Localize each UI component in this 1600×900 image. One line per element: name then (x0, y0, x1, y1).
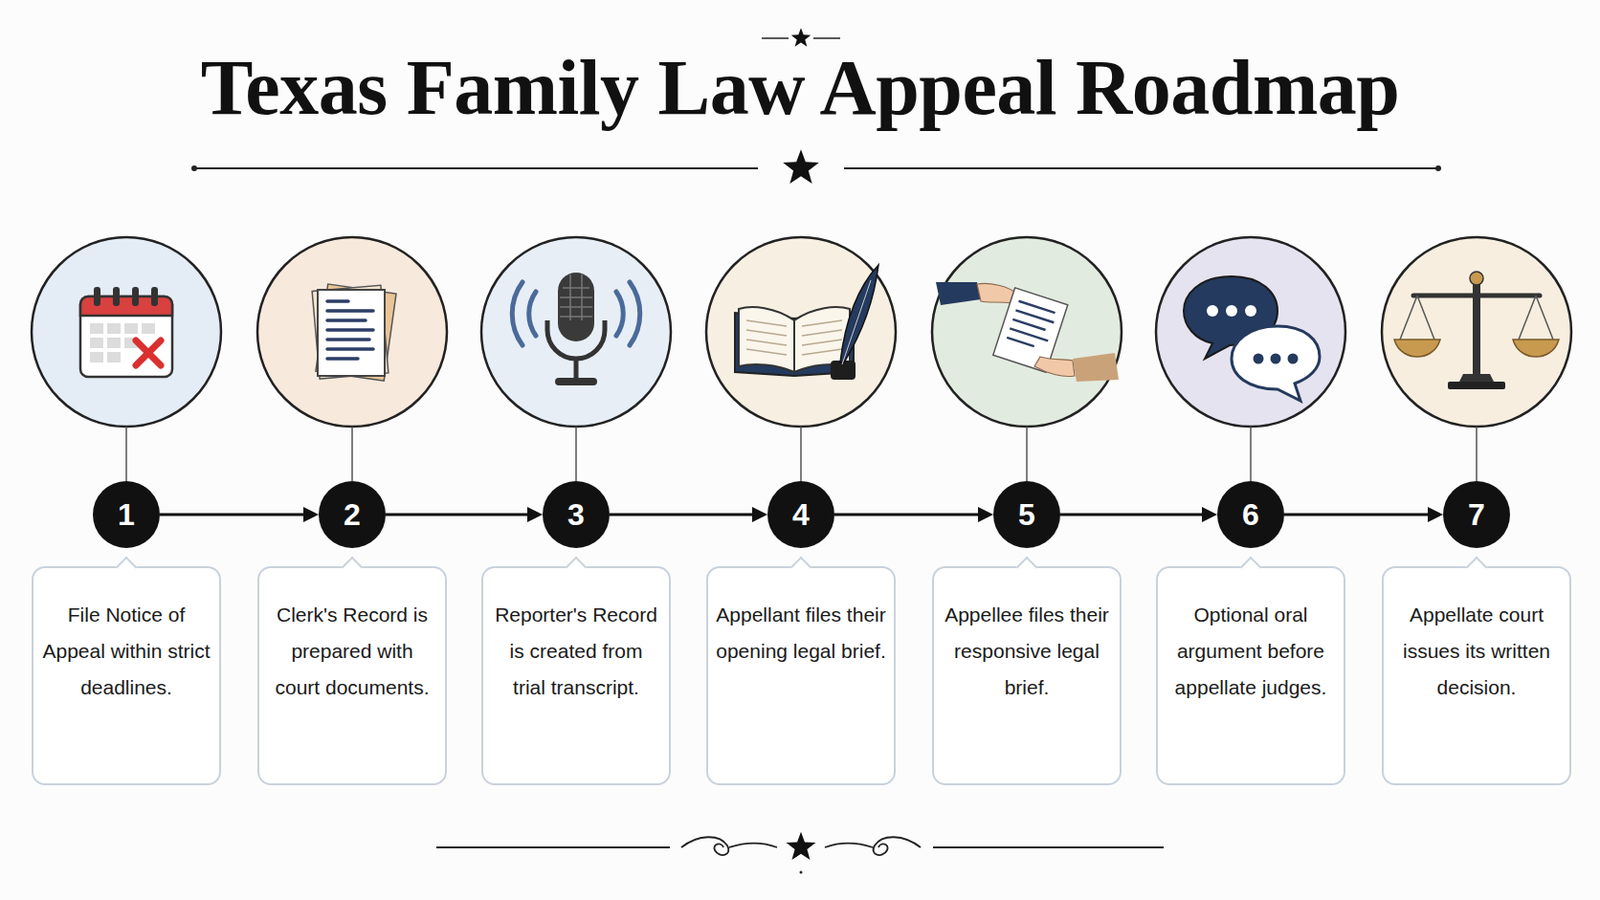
step-text: Appellee files their responsive legal br… (941, 597, 1112, 707)
arrow-head (303, 507, 319, 523)
step-box: Clerk's Record is prepared with court do… (257, 566, 447, 786)
leader-lines (126, 426, 1477, 482)
arrow-head (1201, 507, 1218, 523)
step-text: Appellate court issues its written decis… (1391, 597, 1562, 707)
step-number: 1 (92, 481, 160, 549)
step-text: Clerk's Record is prepared with court do… (266, 597, 438, 707)
diagram-title: Texas Family Law Appeal Roadmap (0, 40, 1600, 136)
step-box: Optional oral argument before appellate … (1155, 566, 1346, 786)
arrow-head (1427, 507, 1444, 523)
step-number: 3 (542, 481, 610, 549)
flow-arrow (609, 507, 768, 523)
arrow-line (609, 513, 756, 517)
callout-number: 1 (117, 499, 135, 531)
arrow-head (527, 507, 543, 523)
book-quill-icon (734, 265, 879, 380)
step-box: File Notice of Appeal within strict dead… (31, 566, 222, 786)
flow-arrow (1284, 507, 1444, 523)
arrow-head (977, 507, 994, 523)
step-box: Appellate court issues its written decis… (1381, 566, 1572, 786)
calendar-icon (80, 287, 173, 378)
flow-arrow (159, 507, 319, 523)
title-rule (191, 149, 1442, 184)
arrow-line (385, 513, 532, 517)
callout-number: 4 (792, 499, 810, 531)
step-box: Reporter's Record is created from trial … (481, 566, 671, 786)
step-number: 2 (318, 481, 386, 549)
step-box: Appellee files their responsive legal br… (932, 566, 1122, 786)
flow-arrow (1060, 507, 1218, 523)
icon-circles (31, 237, 1572, 427)
step-number: 4 (767, 481, 835, 549)
step-number: 6 (1217, 481, 1285, 549)
speech-bubbles-icon (1183, 276, 1320, 401)
arrow-line (1284, 513, 1432, 517)
top-ornament (761, 27, 841, 47)
callout-number: 2 (343, 499, 361, 531)
step-text: Reporter's Record is created from trial … (490, 597, 662, 707)
documents-icon (311, 284, 397, 381)
document-handover-icon (935, 282, 1119, 382)
callout-number: 7 (1467, 499, 1486, 531)
step-text: File Notice of Appeal within strict dead… (41, 597, 212, 707)
callout-number: 6 (1242, 499, 1260, 531)
step-number: 7 (1443, 481, 1511, 549)
step-text: Optional oral argument before appellate … (1165, 597, 1336, 707)
arrow-line (834, 513, 982, 517)
flow-arrow (834, 507, 994, 523)
step-number: 5 (993, 481, 1061, 549)
callout-number: 5 (1018, 499, 1036, 531)
step-box: Appellant files their opening legal brie… (706, 566, 896, 786)
scales-icon (1394, 271, 1559, 390)
bottom-ornament (436, 832, 1164, 875)
arrow-head (752, 507, 768, 523)
arrow-line (159, 513, 308, 517)
arrow-line (1060, 513, 1206, 517)
callout-number: 3 (567, 499, 585, 531)
flow-arrow (385, 507, 543, 523)
step-text: Appellant files their opening legal brie… (715, 597, 887, 670)
microphone-icon (511, 272, 641, 386)
